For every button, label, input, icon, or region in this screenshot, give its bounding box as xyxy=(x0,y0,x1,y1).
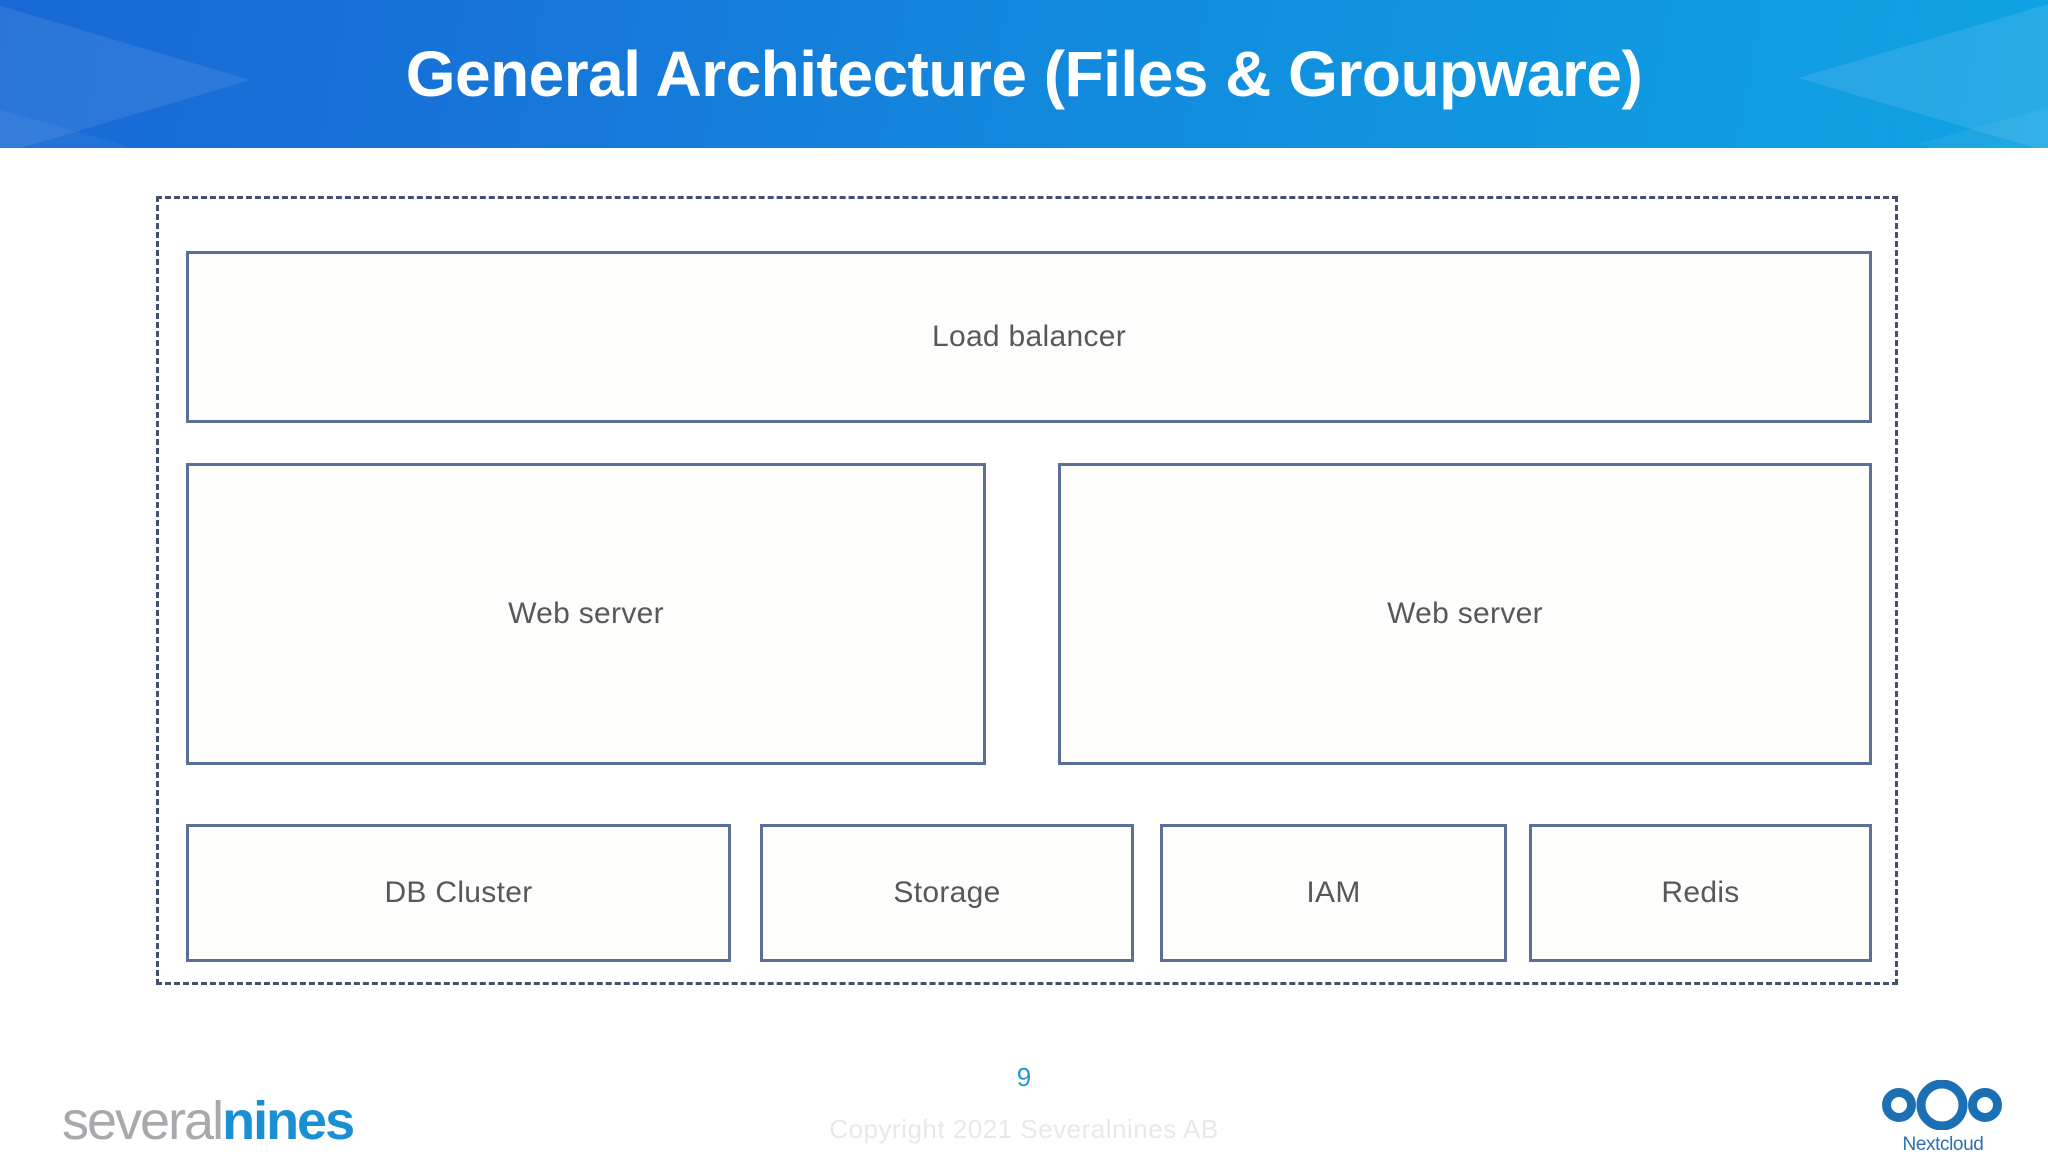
diagram-node-label: Web server xyxy=(1387,597,1543,630)
severalnines-logo-text-several: several xyxy=(62,1091,224,1151)
diagram-node-db-cluster[interactable]: DB Cluster xyxy=(186,824,731,962)
diagram-node-label: IAM xyxy=(1306,876,1361,909)
diagram-node-storage[interactable]: Storage xyxy=(760,824,1134,962)
slide-footer: severalnines 9 Copyright 2021 Severalnin… xyxy=(0,1030,2048,1155)
diagram-node-label: Web server xyxy=(508,597,664,630)
slide-copyright-text: Copyright 2021 Severalnines AB xyxy=(829,1114,1219,1144)
nextcloud-logo-text: Nextcloud xyxy=(1902,1134,1984,1155)
diagram-node-label: Storage xyxy=(893,876,1001,909)
diagram-node-redis[interactable]: Redis xyxy=(1529,824,1872,962)
header-chevron-right-secondary-icon xyxy=(1918,48,2048,148)
slide-page-number: 9 xyxy=(1016,1062,1032,1092)
header-chevron-left-secondary-icon xyxy=(0,52,130,148)
severalnines-logo-text-nines: nines xyxy=(222,1091,355,1151)
slide-title: General Architecture (Files & Groupware) xyxy=(405,38,1643,110)
architecture-diagram-container: Load balancer Web server Web server DB C… xyxy=(156,196,1898,985)
nextcloud-logo-icon xyxy=(1882,1080,2002,1130)
diagram-node-load-balancer[interactable]: Load balancer xyxy=(186,251,1872,423)
header-chevron-right-icon xyxy=(1798,0,2048,148)
diagram-node-label: Redis xyxy=(1661,876,1740,909)
nextcloud-logo: Nextcloud xyxy=(1868,1080,2018,1170)
header-chevron-left-icon xyxy=(0,0,250,148)
slide-header-banner: General Architecture (Files & Groupware) xyxy=(0,0,2048,148)
diagram-node-web-server-1[interactable]: Web server xyxy=(186,463,986,765)
diagram-node-label: DB Cluster xyxy=(384,876,533,909)
diagram-node-iam[interactable]: IAM xyxy=(1160,824,1507,962)
diagram-node-label: Load balancer xyxy=(931,320,1127,353)
severalnines-logo: severalnines xyxy=(62,1090,355,1152)
diagram-node-web-server-2[interactable]: Web server xyxy=(1058,463,1872,765)
